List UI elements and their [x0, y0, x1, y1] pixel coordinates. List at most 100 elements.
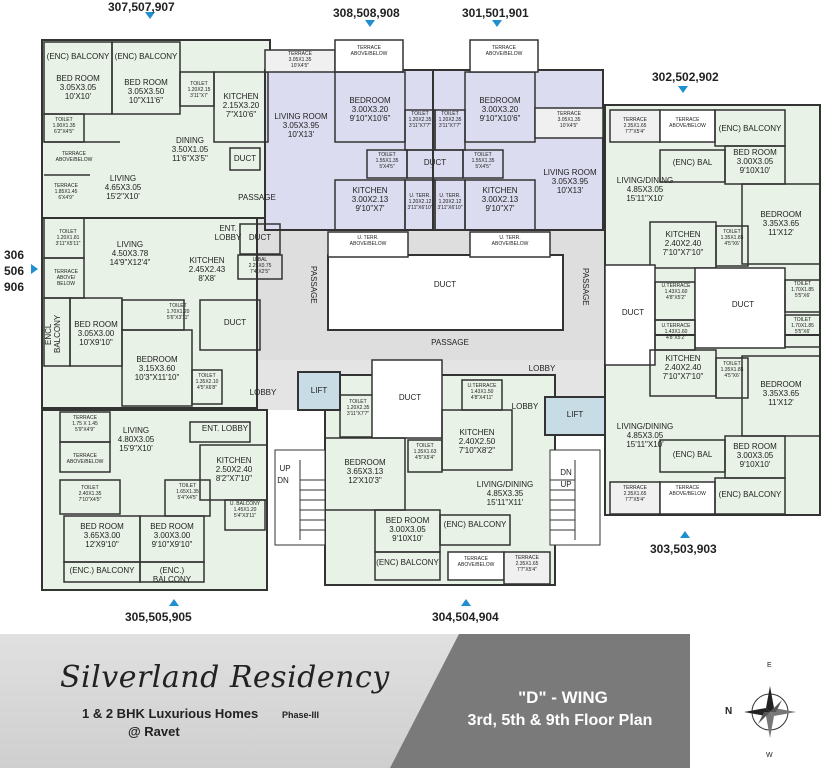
- room-label-r38: LIVING/DINING 4.85X3.05 15'11"X10': [616, 176, 674, 204]
- room-label-r102: (ENC.) BALCONY: [69, 566, 135, 575]
- room-label-r66: LIFT: [310, 386, 328, 395]
- unit-label-bottom-left: 305,505,905: [125, 610, 192, 624]
- staircase-left: [274, 449, 326, 546]
- room-label-r33: TERRACE 2.35X1.65 7'7"X5'4": [623, 117, 647, 135]
- room-label-r63: BEDROOM 3.15X3.60 10'3"X11'10": [134, 355, 180, 383]
- room-label-r98: BED ROOM 3.65X3.00 12'X9'10": [80, 522, 124, 550]
- unit-label-left-mid-3: 906: [4, 280, 25, 294]
- room-label-r35: (ENC) BALCONY: [718, 124, 782, 133]
- room-label-r9: TERRACE ABOVE/BELOW: [55, 151, 93, 163]
- room-label-r72: LIFT: [566, 410, 584, 419]
- room-label-r14: TERRACE 3.05X1.35 10'X4'5": [288, 51, 312, 69]
- brand-logo-text: Silverland Residency: [60, 660, 390, 695]
- room-label-r100: BED ROOM 3.00X3.05 9'10X10': [385, 516, 430, 544]
- unit-label-left-mid-2: 506: [4, 264, 25, 278]
- room-label-r32: U. TERR. ABOVE/BELOW: [491, 235, 529, 247]
- unit-label-top-left: 307,507,907: [108, 0, 175, 14]
- room-label-r70: LOBBY: [528, 364, 556, 373]
- unit-302-303-walls: [604, 109, 821, 515]
- room-label-r46: TERRACE ABOVE/ BELOW: [54, 269, 78, 287]
- room-label-r34: TERRACE ABOVE/BELOW: [669, 117, 706, 129]
- room-label-r73: KITCHEN 2.40X2.40 7'10"X7'10": [662, 354, 704, 382]
- room-label-r53: ENCL BALCONY: [44, 314, 63, 354]
- room-label-r96: TERRACE ABOVE/BELOW: [669, 485, 706, 497]
- room-label-r87: DN: [560, 468, 572, 477]
- room-label-r93: U. BALCONY 1.45X1.20 5'4"X3'11": [229, 501, 261, 519]
- room-label-r29: U. TERR. 1.20X2.12 3'11"X6'10": [437, 193, 463, 211]
- room-label-r19: TOILET 1.20X2.35 3'11"X7'7": [438, 111, 462, 129]
- room-label-r64: TOILET 1.35X2.10 4'5"X6'8": [195, 373, 219, 391]
- room-label-r26: LIVING ROOM 3.05X3.95 10'X13': [543, 168, 597, 196]
- unit-304-walls: [324, 359, 551, 585]
- room-label-r90: BED ROOM 3.00X3.05 9'10X10': [733, 442, 777, 470]
- room-label-r24: DUCT: [423, 158, 447, 167]
- room-label-r89: (ENC) BAL: [672, 450, 713, 459]
- room-label-r42: ENT. LOBBY: [214, 224, 242, 243]
- room-label-r107: DUCT: [430, 168, 433, 169]
- room-label-r40: TOILET 1.20X1.81 3'11"X5'11": [55, 229, 81, 247]
- room-label-r99: BED ROOM 3.00X3.00 9'10"X9'10": [150, 522, 194, 550]
- lift-right: [544, 396, 606, 436]
- room-label-r60: DUCT: [731, 300, 755, 309]
- room-label-r16: LIVING ROOM 3.05X3.95 10'X13': [274, 112, 328, 140]
- unit-label-top-center-left: 308,508,908: [333, 6, 400, 20]
- room-label-r55: TOILET 1.70X1.20 5'6"X3'11": [166, 303, 190, 321]
- unit-306-walls: [43, 217, 283, 407]
- room-label-r4: BED ROOM 3.05X3.50 10"X11'6": [124, 78, 168, 106]
- unit-label-right-top: 302,502,902: [652, 70, 719, 84]
- room-label-r86: TOILET 1.35X1.63 4'5"X5'4": [413, 443, 437, 461]
- room-label-r79: TERRACE ABOVE/BELOW: [66, 453, 104, 465]
- room-label-r23: TOILET 1.55X1.35 5'X4'5": [375, 152, 399, 170]
- room-label-r95: TERRACE 2.35X1.65 7'7"X5'4": [623, 485, 647, 503]
- room-label-r59: DUCT: [621, 308, 645, 317]
- room-label-r15: TERRACE ABOVE/BELOW: [350, 45, 388, 57]
- central-duct: [327, 254, 564, 331]
- unit-308-301-walls: [264, 39, 604, 258]
- compass-west-label: W: [766, 752, 773, 759]
- room-label-r52: TOILET 1.70X1.85 5'5"X6': [791, 281, 814, 299]
- unit-label-left-mid-1: 306: [4, 248, 25, 262]
- room-label-r106: TERRACE 2.35X1.65 7'7"X5'4": [515, 555, 539, 573]
- compass-rose-icon: [744, 686, 796, 738]
- room-label-r2: (ENC) BALCONY: [114, 52, 178, 61]
- room-label-r92: TOILET 1.65X1.35 5'4"X4'5": [176, 483, 199, 501]
- room-label-r103: (ENC.) BALCONY: [152, 566, 192, 585]
- compass-north-label: N: [725, 706, 733, 717]
- room-label-r61: U.TERRACE 1.43X1.60 4'8"X5'2": [661, 323, 691, 341]
- phase-label: Phase-III: [282, 710, 320, 720]
- room-label-r3: BED ROOM 3.05X3.05 10'X10': [56, 74, 100, 102]
- staircase-right: [549, 449, 601, 546]
- room-label-r7: TOILET 1.90X1.35 6'2"X4'5": [52, 117, 76, 135]
- room-label-r5: TOILET 1.20X2.15 3'11"X7': [187, 81, 211, 99]
- room-label-r76: TERRACE 1.75 X 1.45 5'9"X4'9": [72, 415, 98, 433]
- room-label-r84: DN: [277, 476, 289, 485]
- room-label-r56: DUCT: [223, 318, 247, 327]
- floor-plan: [31, 12, 821, 606]
- room-label-r47: PASSAGE: [309, 266, 318, 304]
- room-label-r30: KITCHEN 3.00X2.13 9'10"X7': [481, 186, 519, 214]
- room-label-r12: DUCT: [233, 154, 257, 163]
- room-label-r22: TERRACE 3.05X1.35 10'X4'5": [557, 111, 581, 129]
- room-label-r25: TOILET 1.55X1.35 5'X4'5": [471, 152, 495, 170]
- lift-left: [297, 371, 341, 411]
- room-label-r85: BEDROOM 3.65X3.13 12'X10'3": [344, 458, 386, 486]
- room-label-r97: (ENC) BALCONY: [718, 490, 782, 499]
- room-label-r20: BEDROOM 3.00X3.20 9'10"X10'6": [479, 96, 521, 124]
- room-label-r39: BEDROOM 3.35X3.65 11'X12': [760, 210, 802, 238]
- room-label-r58: U.TERRACE 1.43X1.60 4'8"X5'2": [661, 283, 691, 301]
- room-label-r68: DUCT: [398, 393, 422, 402]
- room-label-r51: TOILET 1.35X1.85 4'5"X6': [720, 229, 744, 247]
- unit-label-bottom-center: 304,504,904: [432, 610, 499, 624]
- room-label-r94: LIVING/DINING 4.85X3.35 15'11"X11': [476, 480, 534, 508]
- room-label-r54: BED ROOM 3.05X3.00 10'X9'10": [74, 320, 118, 348]
- room-label-r10: LIVING 4.65X3.05 15'2"X10': [104, 174, 142, 202]
- room-label-r105: TERRACE ABOVE/BELOW: [457, 556, 495, 568]
- room-label-r91: TOILET 2.40X1.35 7'10"X4'5": [78, 485, 102, 503]
- room-label-r45: U.BAL 2.25X0.75 7'4"X2'5": [248, 257, 272, 275]
- room-label-r82: KITCHEN 2.50X2.40 8'2"X7'10": [215, 456, 253, 484]
- footer-compass-panel: [690, 634, 828, 768]
- room-label-r83: UP: [279, 464, 291, 473]
- floor-plan-label: 3rd, 5th & 9th Floor Plan: [467, 712, 653, 729]
- unit-label-top-center-right: 301,501,901: [462, 6, 529, 20]
- room-label-r80: KITCHEN 2.40X2.50 7'10"X8'2": [458, 428, 496, 456]
